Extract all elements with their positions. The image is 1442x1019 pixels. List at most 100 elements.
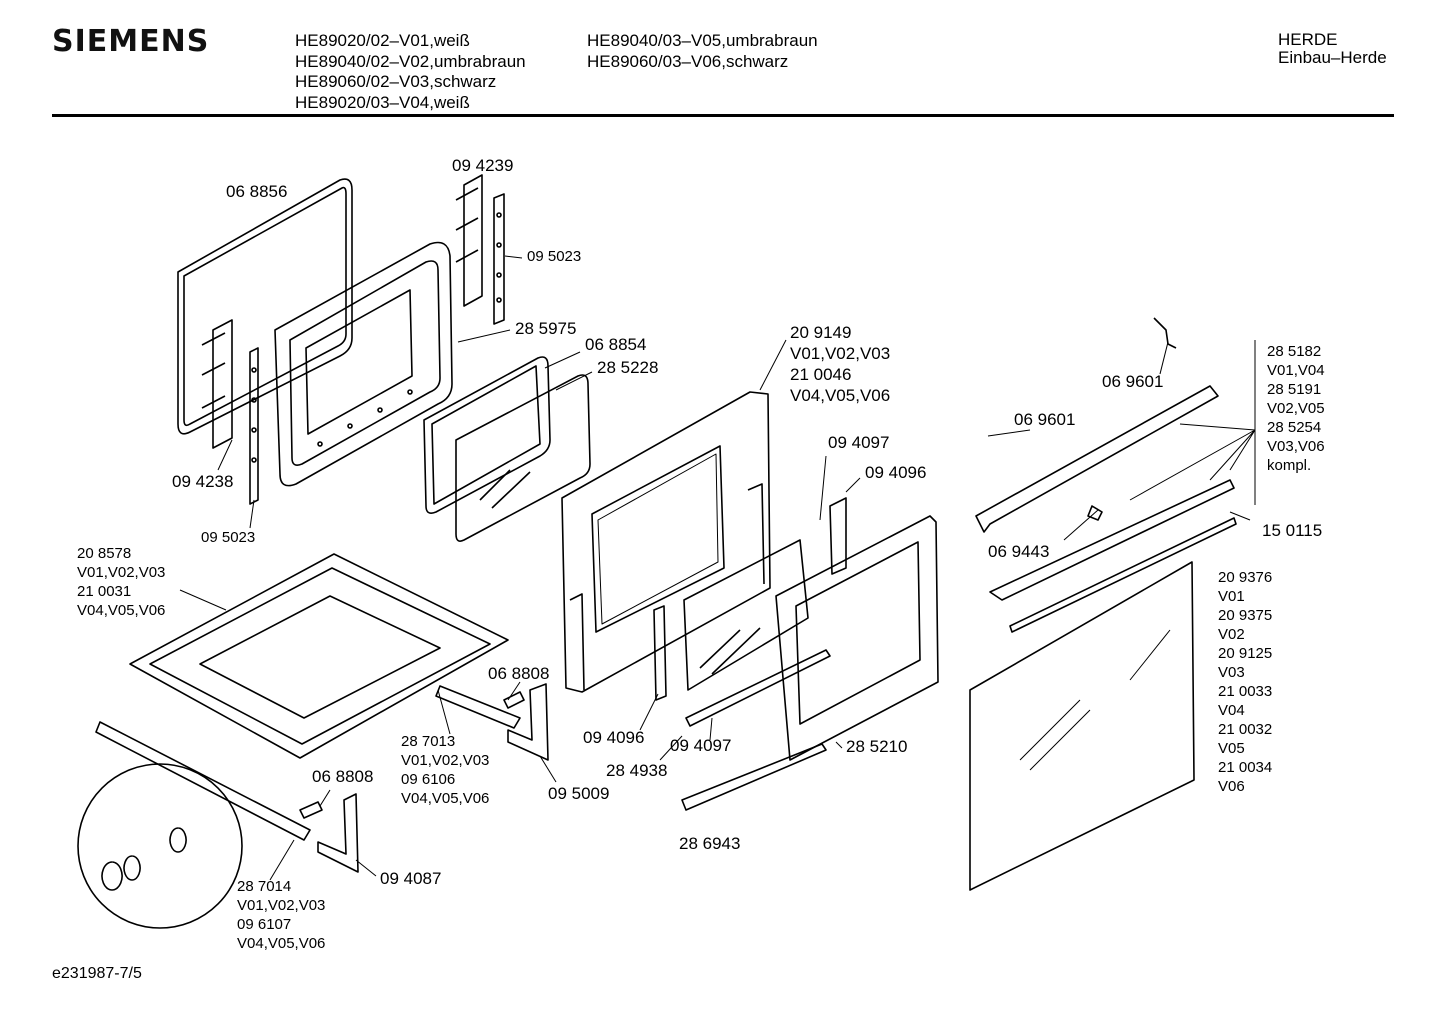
leader-lines (179, 255, 1256, 881)
category-line-1: HERDE (1278, 30, 1338, 49)
header-divider (52, 114, 1394, 117)
variant-label: V06 (1218, 778, 1245, 795)
part-number-label: 06 9443 (988, 542, 1050, 561)
inner-door-frame (775, 515, 939, 761)
part-number-label: 21 0046 (790, 365, 852, 384)
variant-label: V03,V06 (1267, 438, 1325, 455)
bottom-rail (685, 649, 831, 727)
seal-strip (1009, 517, 1237, 633)
part-number-label: 20 9125 (1218, 645, 1273, 662)
model-line: HE89040/03–V05,umbrabraun (587, 31, 818, 50)
detail-circle (77, 763, 243, 929)
part-number-label: 15 0115 (1262, 521, 1323, 540)
model-line: HE89040/02–V02,umbrabraun (295, 51, 526, 71)
part-number-label: 28 5254 (1267, 419, 1322, 436)
document-code: e231987-7/5 (52, 965, 142, 982)
part-number-label: 06 8856 (226, 182, 288, 201)
side-rail (653, 605, 667, 701)
model-line: HE89020/03–V04,weiß (295, 92, 470, 112)
part-number-label: 28 6943 (679, 834, 741, 853)
part-variant-block: 28 5182 V01,V04 28 5191 V02,V05 28 5254 … (1267, 342, 1325, 475)
oven-bottom-plate (129, 553, 509, 759)
part-number-label: 28 5191 (1267, 381, 1322, 398)
inner-door-panel (274, 241, 453, 487)
part-number-label: 09 5023 (527, 248, 582, 265)
angle-bracket (507, 683, 549, 761)
part-variant-block: 28 7013 V01,V02,V03 09 6106 V04,V05,V06 (401, 732, 489, 808)
slide-rail (435, 685, 521, 729)
part-number-label: 09 4238 (172, 472, 234, 491)
part-number-label: 09 6107 (237, 916, 292, 933)
part-number-label: 21 0033 (1218, 683, 1273, 700)
part-number-label: 06 9601 (1014, 410, 1076, 429)
part-number-label: 21 0034 (1218, 759, 1273, 776)
variant-label: V01,V02,V03 (401, 752, 490, 769)
part-number-label: 28 7014 (237, 878, 292, 895)
part-variant-block: 28 7014 V01,V02,V03 09 6107 V04,V05,V06 (237, 877, 325, 953)
part-number-label: 21 0032 (1218, 721, 1273, 738)
variant-label: V01,V02,V03 (790, 344, 891, 363)
part-number-label: 20 9375 (1218, 607, 1273, 624)
lower-trim-bar (989, 479, 1235, 601)
hinge-bracket-left (201, 319, 259, 505)
part-variant-block: 20 9149 V01,V02,V03 21 0046 V04,V05,V06 (790, 322, 890, 406)
intermediate-glass (683, 539, 809, 691)
brand-logo: SIEMENS (52, 24, 210, 59)
angle-bracket (317, 793, 359, 873)
variant-label: V04,V05,V06 (401, 790, 490, 807)
part-number-label: 09 4087 (380, 869, 442, 888)
part-number-label: 09 4239 (452, 156, 514, 175)
part-number-label: 28 5210 (846, 737, 908, 756)
part-number-label: 21 0031 (77, 583, 132, 600)
part-number-label: 28 4938 (606, 761, 668, 780)
part-number-label: 09 4096 (583, 728, 645, 747)
variant-label: V04,V05,V06 (237, 935, 326, 952)
category-label: HERDE Einbau–Herde (1278, 31, 1387, 67)
model-line: HE89060/03–V06,schwarz (587, 51, 789, 71)
variant-label: V04,V05,V06 (790, 386, 891, 405)
clip (1087, 505, 1103, 521)
variant-label: V01,V04 (1267, 362, 1325, 379)
outer-door-glass (969, 561, 1195, 891)
part-number-label: 06 8808 (312, 767, 374, 786)
hook (1153, 317, 1177, 349)
part-number-label: 06 8854 (585, 335, 647, 354)
variant-label: kompl. (1267, 457, 1312, 474)
part-number-label: 06 8808 (488, 664, 550, 683)
part-number-label: 06 9601 (1102, 372, 1164, 391)
part-number-label: 28 5975 (515, 319, 577, 338)
door-glass-gasket (423, 356, 551, 514)
part-number-label: 09 4097 (828, 433, 890, 452)
model-list-left: HE89020/02–V01,weiß HE89040/02–V02,umbra… (295, 31, 526, 113)
part-number-label: 28 5228 (597, 358, 659, 377)
part-number-label: 20 9149 (790, 323, 852, 342)
hinge-bracket-top (455, 174, 505, 325)
roller-detail (101, 827, 187, 891)
part-number-label: 09 6106 (401, 771, 456, 788)
variant-label: V01,V02,V03 (77, 564, 166, 581)
clip (299, 801, 323, 819)
variant-label: V04 (1218, 702, 1245, 719)
model-list-right: HE89040/03–V05,umbrabraun HE89060/03–V06… (587, 31, 818, 72)
part-number-label: 28 5182 (1267, 343, 1322, 360)
part-number-label: 20 9376 (1218, 569, 1273, 586)
top-trim-bar (975, 385, 1219, 533)
part-number-label: 28 7013 (401, 733, 456, 750)
part-variant-block: 20 8578 V01,V02,V03 21 0031 V04,V05,V06 (77, 544, 165, 620)
clip (503, 691, 525, 709)
side-rail (829, 497, 847, 575)
oven-front-frame (561, 391, 771, 693)
model-line: HE89020/02–V01,weiß (295, 31, 470, 50)
part-number-label: 20 8578 (77, 545, 132, 562)
lower-slide-rail (95, 721, 311, 841)
glass-reflection (1019, 629, 1171, 771)
category-line-2: Einbau–Herde (1278, 48, 1387, 67)
part-number-label: 09 4097 (670, 736, 732, 755)
variant-label: V01,V02,V03 (237, 897, 326, 914)
bottom-rail (681, 743, 827, 811)
variant-label: V03 (1218, 664, 1245, 681)
variant-label: V02 (1218, 626, 1245, 643)
part-number-label: 09 5009 (548, 784, 610, 803)
variant-label: V01 (1218, 588, 1245, 605)
